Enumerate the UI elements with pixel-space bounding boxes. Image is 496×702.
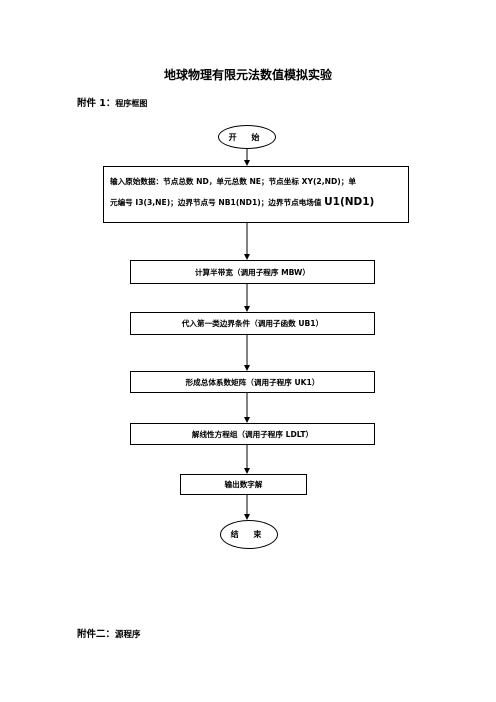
flow-start-oval: 开 始 xyxy=(218,125,276,149)
appendix-1-label: 附件 1： xyxy=(77,98,116,109)
flow-end-oval: 结 束 xyxy=(220,520,278,549)
flow-step-ub1: 代入第一类边界条件（调用子函数 UB1） xyxy=(130,312,375,335)
appendix-1-caption: 程序框图 xyxy=(115,99,148,108)
flow-step-ldlt: 解线性方程组（调用子程序 LDLT） xyxy=(130,423,375,445)
flow-output-box: 输出数字解 xyxy=(180,474,307,495)
appendix-1-heading: 附件 1：程序框图 xyxy=(77,95,147,109)
flow-input-box: 输入原始数据：节点总数 ND，单元总数 NE；节点坐标 XY(2,ND)；单 元… xyxy=(103,166,409,223)
appendix-2-heading: 附件二：源程序 xyxy=(77,626,141,640)
flow-step-mbw: 计算半带宽（调用子程序 MBW） xyxy=(130,260,375,284)
input-text-line2: 元编号 I3(3,NE)；边界节点号 NB1(ND1)；边界节点电场值 U1(N… xyxy=(110,192,374,213)
appendix-2-label: 附件二： xyxy=(77,629,116,640)
input-text-line2-main: 元编号 I3(3,NE)；边界节点号 NB1(ND1)；边界节点电场值 xyxy=(110,198,325,207)
input-text-line1: 输入原始数据：节点总数 ND，单元总数 NE；节点坐标 XY(2,ND)；单 xyxy=(110,177,356,186)
appendix-2-caption: 源程序 xyxy=(115,630,141,640)
flow-step-uk1: 形成总体系数矩阵（调用子程序 UK1） xyxy=(130,371,375,393)
page-title: 地球物理有限元法数值模拟实验 xyxy=(163,68,332,82)
input-text-line2-value: U1(ND1) xyxy=(324,196,375,208)
